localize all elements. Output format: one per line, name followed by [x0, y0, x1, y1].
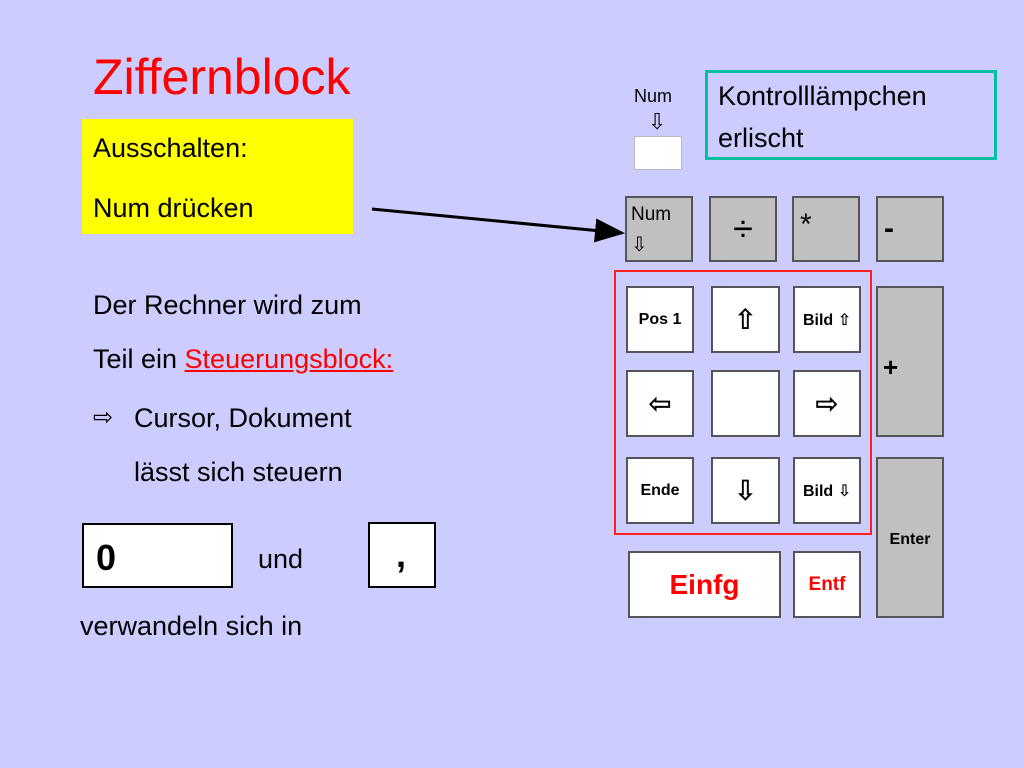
zero-key-box: 0	[82, 523, 233, 588]
key-bild-down-label: Bild ⇩	[802, 482, 852, 500]
comma-key-label: ,	[396, 534, 407, 575]
key-einfg-label: Einfg	[669, 568, 740, 600]
zero-key-label: 0	[96, 537, 117, 578]
key-num-arrow-icon: ⇩	[631, 234, 648, 256]
bullet-line-cursor: Cursor, Dokument	[134, 403, 352, 433]
key-ende-label: Ende	[640, 481, 680, 499]
key-down[interactable]: ⇩	[711, 457, 780, 524]
bullet-line-steuern: lässt sich steuern	[134, 457, 343, 487]
key-multiply[interactable]: *	[792, 196, 860, 262]
key-enter-label: Enter	[889, 531, 931, 548]
key-ende[interactable]: Ende	[626, 457, 694, 524]
key-up[interactable]: ⇧	[711, 286, 780, 353]
text-teil-ein: Teil ein	[93, 344, 185, 374]
text-line-rechner: Der Rechner wird zum	[93, 290, 362, 320]
num-lamp-label: Num	[634, 86, 673, 106]
key-plus-label: +	[883, 352, 899, 382]
key-entf-label: Entf	[808, 573, 846, 595]
key-right[interactable]: ⇨	[793, 370, 861, 437]
key-entf[interactable]: Entf	[793, 551, 861, 618]
key-enter[interactable]: Enter	[876, 457, 944, 618]
num-lamp-arrow-icon: ⇩	[648, 109, 667, 134]
key-pos1-label: Pos 1	[638, 310, 682, 328]
arrow-right-icon: ⇨	[815, 388, 839, 419]
und-text: und	[258, 544, 304, 574]
key-bild-up[interactable]: Bild ⇧	[793, 286, 861, 353]
note-line-num-druecken: Num drücken	[93, 193, 254, 223]
callout-line-kontrolllaempchen: Kontrolllämpchen	[718, 81, 927, 111]
comma-key-box: ,	[368, 522, 436, 588]
key-einfg[interactable]: Einfg	[628, 551, 781, 618]
key-multiply-label: *	[800, 208, 812, 241]
lamp-callout-box: Kontrolllämpchen erlischt	[705, 70, 997, 160]
arrow-down-icon: ⇩	[733, 475, 758, 506]
steuerungsblock-link[interactable]: Steuerungsblock:	[184, 344, 394, 374]
text-line-steuerungsblock: Teil ein Steuerungsblock:	[93, 346, 393, 373]
verwandeln-text: verwandeln sich in	[80, 611, 303, 641]
key-bild-down[interactable]: Bild ⇩	[793, 457, 861, 524]
note-line-ausschalten: Ausschalten:	[93, 133, 248, 163]
arrow-left-icon: ⇦	[648, 388, 672, 419]
key-plus[interactable]: +	[876, 286, 944, 437]
key-minus-label: -	[884, 212, 894, 245]
num-lamp-indicator	[634, 136, 682, 170]
key-num-label: Num	[631, 204, 672, 225]
key-pos1[interactable]: Pos 1	[626, 286, 694, 353]
key-num[interactable]: Num ⇩	[625, 196, 693, 262]
key-bild-up-label: Bild ⇧	[802, 311, 852, 329]
key-center[interactable]	[711, 370, 780, 437]
key-divide-label: ÷	[733, 208, 753, 249]
arrow-up-icon: ⇧	[733, 304, 758, 335]
bullet-arrow-icon: ⇨	[93, 404, 114, 431]
key-minus[interactable]: -	[876, 196, 944, 262]
key-left[interactable]: ⇦	[626, 370, 694, 437]
key-divide[interactable]: ÷	[709, 196, 777, 262]
slide-title: Ziffernblock	[93, 49, 351, 105]
control-block-frame	[614, 270, 872, 535]
yellow-note-box: Ausschalten: Num drücken	[82, 119, 353, 234]
callout-line-erlischt: erlischt	[718, 123, 804, 153]
